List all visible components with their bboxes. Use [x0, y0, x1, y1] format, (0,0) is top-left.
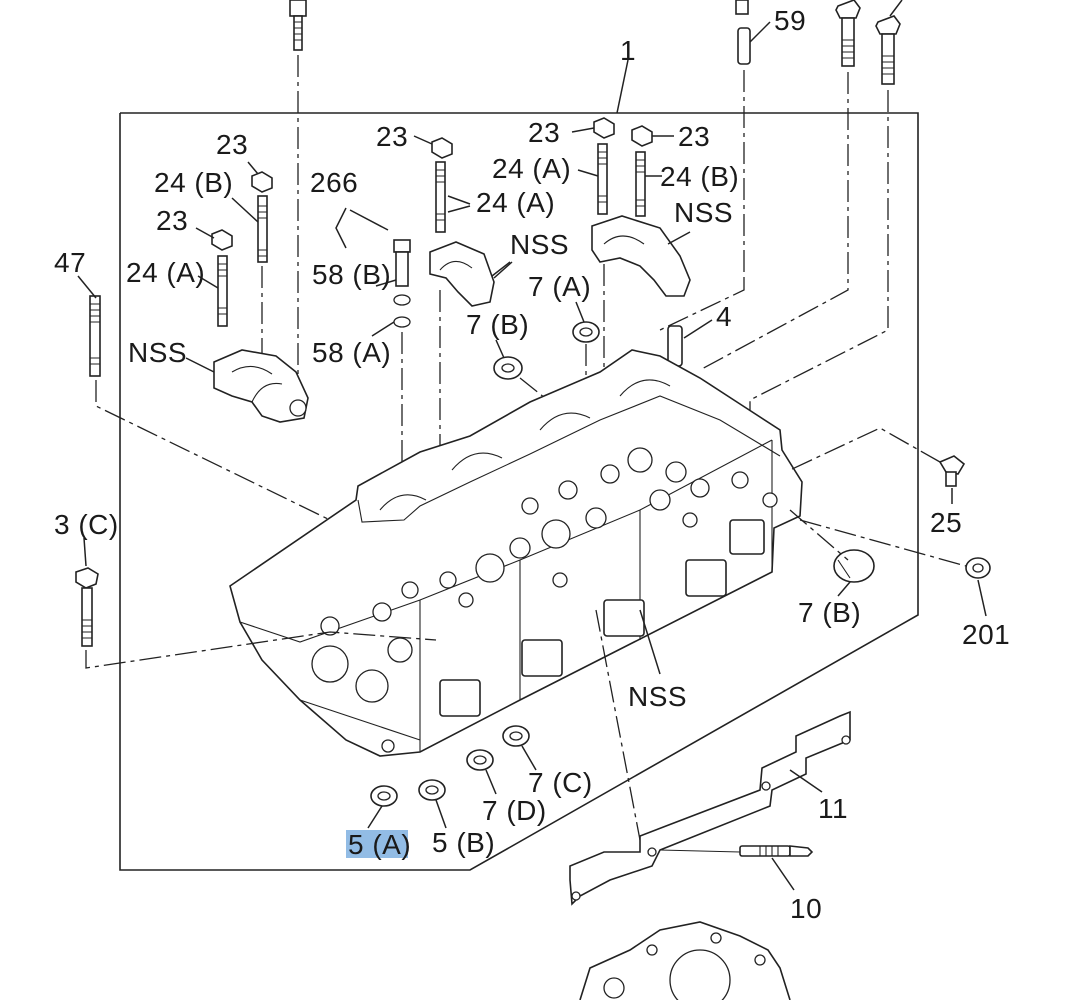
assembly-frame — [119, 112, 919, 871]
callout-3c[interactable]: 3 (C) — [54, 509, 119, 540]
stud-24a-center — [435, 161, 471, 233]
callout-nss-lower[interactable]: NSS — [628, 681, 687, 712]
leader-nss-center — [493, 261, 513, 279]
callout-5a[interactable]: 5 (A) — [348, 829, 411, 860]
top-bolt-right-a — [699, 0, 861, 371]
cam-cap-center — [429, 241, 511, 470]
plug-7b-lower — [789, 509, 875, 597]
callout-4[interactable]: 4 — [716, 301, 732, 332]
cylinder-head-body — [229, 349, 803, 757]
callout-5a-highlight — [346, 830, 408, 858]
callout-24a-right[interactable]: 24 (A) — [492, 153, 571, 184]
centerline-glow-plug — [595, 609, 641, 841]
callout-266[interactable]: 266 — [310, 167, 358, 198]
head-gasket — [579, 921, 791, 1000]
top-bolt-right-b — [749, 0, 903, 420]
plug-7c — [502, 725, 537, 771]
callout-7a[interactable]: 7 (A) — [528, 271, 591, 302]
leader-1 — [616, 59, 629, 114]
callout-23-right-b[interactable]: 23 — [678, 121, 710, 152]
seal-7b-upper — [493, 339, 561, 411]
callout-nss-right[interactable]: NSS — [674, 197, 733, 228]
callout-24a-center[interactable]: 24 (A) — [476, 187, 555, 218]
glow-plug-connector-11 — [569, 710, 851, 906]
callout-1[interactable]: 1 — [620, 35, 636, 66]
bolt-3c — [75, 537, 437, 669]
callout-24b-right[interactable]: 24 (B) — [660, 161, 739, 192]
callout-59[interactable]: 59 — [774, 5, 806, 36]
plug-201 — [799, 519, 991, 617]
callout-58b[interactable]: 58 (B) — [312, 259, 391, 290]
leader-24a-center — [447, 205, 471, 213]
nut-23-left-lower — [195, 227, 233, 251]
callout-24a-left[interactable]: 24 (A) — [126, 257, 205, 288]
nut-23-left-upper — [247, 161, 273, 193]
callout-10[interactable]: 10 — [790, 893, 822, 924]
nut-23-center — [413, 135, 453, 159]
callout-23-left-lower[interactable]: 23 — [156, 205, 188, 236]
callout-23-right-a[interactable]: 23 — [528, 117, 560, 148]
plug-5a — [367, 785, 398, 829]
cam-cap-left — [185, 349, 309, 423]
plug-5b — [418, 779, 447, 829]
callout-nss-left[interactable]: NSS — [128, 337, 187, 368]
seal-7a — [572, 301, 600, 480]
stud-24a-left — [197, 255, 228, 327]
plug-7d — [466, 749, 497, 795]
bolt-25 — [789, 427, 966, 504]
stud-24a-right — [577, 143, 608, 215]
leader-nss-lower — [639, 609, 661, 675]
callout-201[interactable]: 201 — [962, 619, 1010, 650]
callout-7c[interactable]: 7 (C) — [528, 767, 593, 798]
stud-47 — [77, 275, 331, 521]
nut-23-right-b — [631, 125, 674, 147]
callout-25[interactable]: 25 — [930, 507, 962, 538]
stud-24b-left — [231, 195, 268, 360]
callout-23-center[interactable]: 23 — [376, 121, 408, 152]
callout-7b-lower[interactable]: 7 (B) — [798, 597, 861, 628]
dowel-pin-59 — [659, 0, 771, 331]
callout-47[interactable]: 47 — [54, 247, 86, 278]
callout-58a[interactable]: 58 (A) — [312, 337, 391, 368]
callout-24b-left[interactable]: 24 (B) — [154, 167, 233, 198]
callout-23-left-upper[interactable]: 23 — [216, 129, 248, 160]
callout-7b-upper[interactable]: 7 (B) — [466, 309, 529, 340]
callout-7d[interactable]: 7 (D) — [482, 795, 547, 826]
callout-5b[interactable]: 5 (B) — [432, 827, 495, 858]
callout-nss-center[interactable]: NSS — [510, 229, 569, 260]
glow-plug-10 — [659, 845, 814, 891]
top-bolt-left — [289, 0, 307, 380]
stud-24b-right — [635, 151, 662, 217]
nut-23-right-a — [571, 117, 615, 139]
callout-11[interactable]: 11 — [818, 793, 848, 824]
